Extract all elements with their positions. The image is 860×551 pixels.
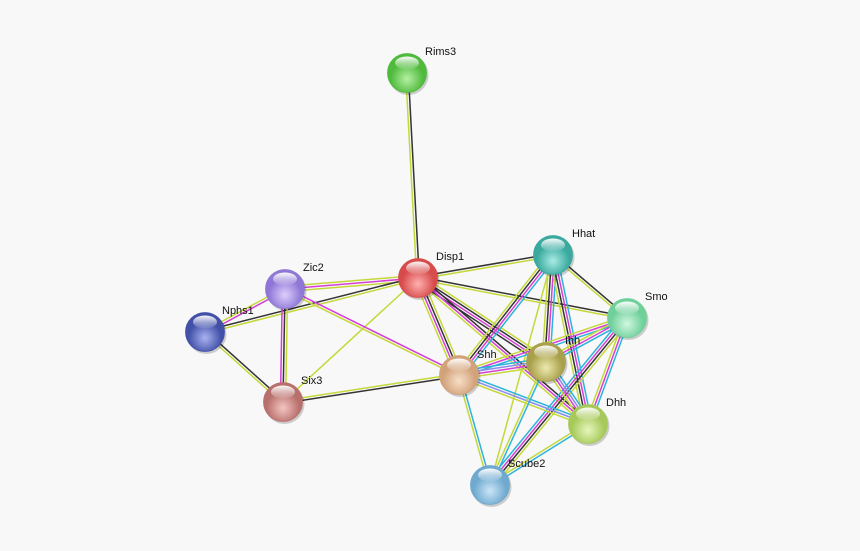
node-highlight: [576, 407, 600, 421]
edge-line-yellow: [455, 252, 551, 374]
node-highlight: [271, 385, 295, 399]
edge-line-black: [407, 72, 421, 278]
node-scube2[interactable]: Scube2: [470, 458, 546, 507]
edge-line-black: [419, 275, 591, 423]
node-rims3[interactable]: Rims3: [387, 46, 457, 95]
node-smo[interactable]: Smo: [607, 291, 668, 340]
node-hhat[interactable]: Hhat: [533, 228, 596, 277]
edge-line-magenta: [459, 255, 555, 377]
node-ihh[interactable]: Ihh: [526, 335, 581, 384]
edge-line-yellow: [284, 289, 459, 377]
node-highlight: [273, 272, 297, 286]
edge-disp1-dhh[interactable]: [415, 275, 591, 427]
edge-line-black: [283, 375, 460, 405]
node-label: Hhat: [572, 228, 595, 240]
edge-line-yellow: [418, 255, 554, 281]
edge-line-yellow: [492, 319, 631, 488]
node-highlight: [406, 261, 430, 275]
node-shh[interactable]: Shh: [439, 349, 497, 397]
node-highlight: [615, 301, 639, 315]
edge-line-cyan: [490, 362, 548, 486]
edge-line-yellow: [282, 372, 459, 402]
node-label: Smo: [645, 291, 668, 303]
node-highlight: [478, 468, 502, 482]
edge-line-magenta: [417, 277, 589, 425]
edge-line-yellow: [282, 277, 419, 403]
node-label: Six3: [301, 375, 322, 387]
node-label: Shh: [477, 349, 497, 361]
edge-ihh-scube2[interactable]: [488, 361, 548, 486]
edge-line-yellow: [548, 255, 585, 425]
edge-zic2-shh[interactable]: [284, 287, 460, 377]
node-label: Scube2: [508, 458, 545, 470]
edge-line-black: [457, 253, 553, 375]
node-label: Ihh: [565, 335, 580, 347]
edge-line-cyan: [459, 371, 590, 423]
edge-line-yellow: [404, 73, 418, 279]
edge-disp1-six3[interactable]: [282, 277, 419, 403]
edge-line-magenta: [488, 316, 627, 485]
edge-disp1-hhat[interactable]: [417, 252, 554, 281]
node-label: Zic2: [303, 262, 324, 274]
node-dhh[interactable]: Dhh: [568, 397, 627, 446]
edge-line-yellow: [205, 278, 419, 334]
edge-line-magenta: [285, 287, 460, 375]
edge-rims3-disp1[interactable]: [404, 72, 421, 279]
node-label: Nphs1: [222, 305, 254, 317]
node-label: Disp1: [436, 251, 464, 263]
edge-line-magenta: [284, 277, 419, 290]
edge-line-yellow: [488, 361, 546, 485]
node-zic2[interactable]: Zic2: [265, 262, 324, 311]
edge-line-yellow: [457, 376, 588, 428]
node-nphs1[interactable]: Nphs1: [185, 305, 254, 354]
node-highlight: [541, 238, 565, 252]
edge-line-black: [417, 252, 553, 278]
edge-shh-dhh[interactable]: [457, 371, 590, 428]
node-label: Rims3: [425, 46, 456, 58]
node-highlight: [395, 56, 419, 70]
edge-line-yellow: [417, 278, 627, 321]
edge-line-cyan: [461, 256, 557, 378]
edge-hhat-shh[interactable]: [455, 252, 557, 378]
edge-six3-shh[interactable]: [282, 372, 460, 405]
edge-line-yellow: [284, 274, 418, 288]
edge-line-yellow: [415, 279, 587, 427]
node-highlight: [193, 315, 217, 329]
edge-line-yellow: [419, 274, 549, 360]
node-highlight: [534, 345, 558, 359]
edge-line-cyan: [486, 315, 625, 484]
node-label: Dhh: [606, 397, 626, 409]
edge-line-black: [490, 318, 629, 487]
edge-line-lavender: [458, 374, 589, 425]
node-six3[interactable]: Six3: [263, 375, 323, 424]
node-highlight: [447, 358, 471, 372]
edge-smo-scube2[interactable]: [486, 315, 631, 488]
edge-line-black: [418, 276, 548, 362]
node-disp1[interactable]: Disp1: [398, 251, 465, 300]
